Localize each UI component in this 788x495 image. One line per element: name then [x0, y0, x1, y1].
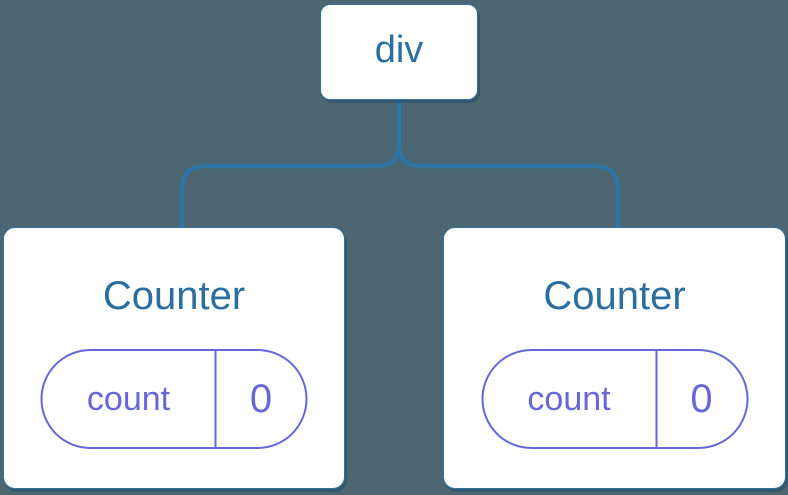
component-name-label: Counter: [543, 274, 686, 318]
tree-node-counter-right: Counter count 0: [443, 227, 786, 489]
component-name-label: Counter: [102, 274, 246, 318]
state-pill: count 0: [40, 349, 308, 449]
connector-branch-left: [179, 99, 402, 228]
tree-node-root: div: [320, 4, 478, 100]
state-pill: count 0: [481, 349, 748, 449]
root-node-label: div: [374, 29, 424, 71]
state-value-label: 0: [249, 376, 273, 421]
state-key-label: count: [43, 351, 217, 447]
tree-node-counter-left: Counter count 0: [3, 227, 345, 489]
state-key-label: count: [483, 351, 657, 447]
state-value-label: 0: [690, 376, 713, 421]
connector-branch-right: [396, 143, 621, 228]
